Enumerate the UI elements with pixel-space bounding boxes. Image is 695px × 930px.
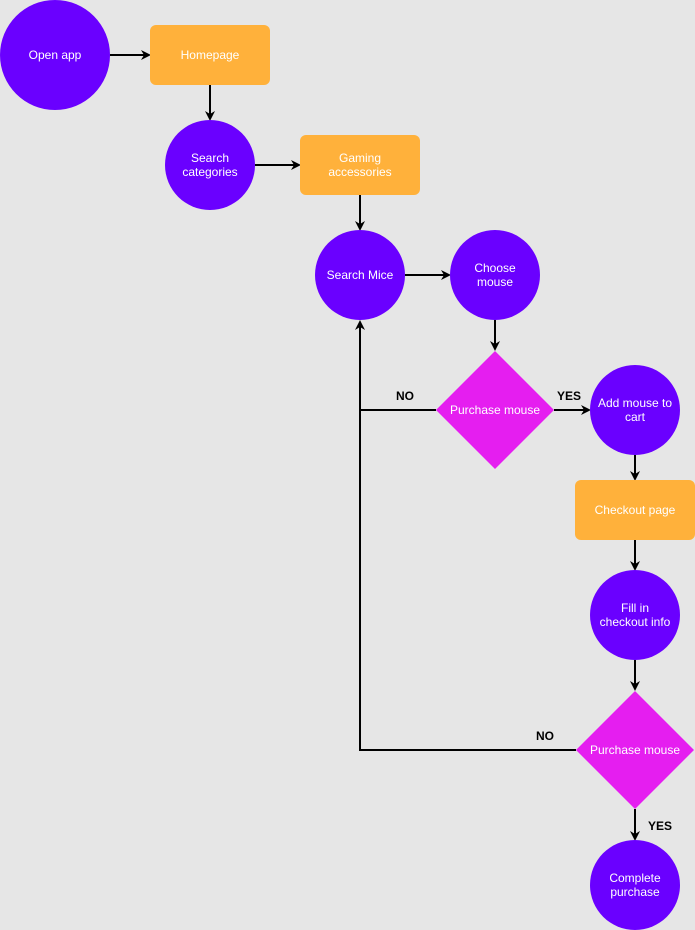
node-add-mouse-to-cart[interactable]: Add mouse to cart <box>590 365 680 455</box>
node-complete-purchase-label: Complete purchase <box>609 871 661 899</box>
node-homepage[interactable]: Homepage <box>150 25 270 85</box>
node-purchase-mouse-2-shape[interactable] <box>576 691 694 809</box>
node-search-categories-label: Search categories <box>182 151 238 179</box>
node-choose-mouse-label: Choose mouse <box>474 261 516 289</box>
node-open-app-label: Open app <box>28 48 82 62</box>
node-add-mouse-to-cart-label: Add mouse to cart <box>597 396 673 424</box>
node-purchase-mouse-1-shape[interactable] <box>436 351 554 469</box>
node-checkout-page-label: Checkout page <box>594 503 676 517</box>
node-open-app[interactable]: Open app <box>0 0 110 110</box>
node-purchase-mouse-1[interactable]: Purchase mouse <box>436 351 554 469</box>
node-complete-purchase[interactable]: Complete purchase <box>590 840 680 930</box>
node-search-mice-label: Search Mice <box>326 268 394 282</box>
edge-label-yes-1: YES <box>557 389 582 403</box>
node-checkout-page[interactable]: Checkout page <box>575 480 695 540</box>
node-search-mice[interactable]: Search Mice <box>315 230 405 320</box>
node-homepage-label: Homepage <box>180 48 240 62</box>
node-purchase-mouse-2-label: Purchase mouse <box>589 743 681 757</box>
edge-label-no-2: NO <box>536 729 554 743</box>
node-search-categories[interactable]: Search categories <box>165 120 255 210</box>
edge-purchase-mouse-2-no <box>359 410 576 751</box>
node-choose-mouse[interactable]: Choose mouse <box>450 230 540 320</box>
node-purchase-mouse-1-label: Purchase mouse <box>449 403 541 417</box>
node-fill-in-checkout-info-label: Fill in checkout info <box>599 601 671 629</box>
edge-label-yes-2: YES <box>648 819 673 833</box>
node-gaming-accessories-label: Gaming accessories <box>328 151 392 179</box>
node-gaming-accessories[interactable]: Gaming accessories <box>300 135 420 195</box>
edge-label-no-1: NO <box>396 389 414 403</box>
node-purchase-mouse-2[interactable]: Purchase mouse <box>576 691 694 809</box>
node-fill-in-checkout-info[interactable]: Fill in checkout info <box>590 570 680 660</box>
